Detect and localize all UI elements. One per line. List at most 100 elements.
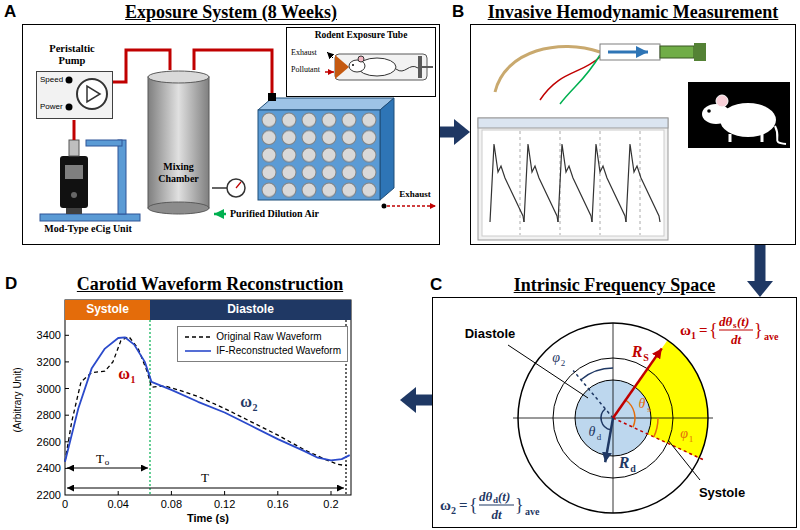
- angle-symbol: φ: [552, 351, 560, 365]
- tube-drawing: [418, 56, 422, 78]
- subscript: ave: [525, 507, 539, 517]
- pressure-gauge: [236, 182, 241, 188]
- catheter: [495, 43, 706, 104]
- ecig-stand: [86, 140, 122, 146]
- exposure-rack: [268, 93, 276, 101]
- subscript: s: [733, 321, 737, 330]
- frequency-symbol: ω: [240, 394, 252, 410]
- panel-title: Exposure System (8 Weeks): [125, 2, 337, 23]
- subscript: d: [597, 433, 602, 442]
- inlet-label: Pollutant: [291, 66, 320, 74]
- axis-title: Time (s): [187, 513, 229, 524]
- axis-tick: 2200: [37, 490, 61, 501]
- exposure-rack: [258, 98, 394, 110]
- panel-letter: B: [452, 2, 464, 22]
- fraction-bar: [479, 504, 514, 505]
- monitor-screenshot: [478, 118, 668, 240]
- monitor-screenshot: [478, 118, 668, 128]
- axis-tick: 3400: [37, 330, 61, 341]
- vector-symbol: R: [619, 455, 630, 471]
- mouse-picture: [775, 126, 786, 144]
- ecig-stand: [40, 214, 140, 221]
- tube-drawing: [422, 66, 433, 68]
- tube-drawing: [325, 71, 334, 73]
- subscript: 2: [253, 403, 258, 413]
- catheter: [608, 51, 648, 54]
- tube-drawing: [352, 64, 354, 66]
- catheter: [540, 57, 600, 100]
- period-arrow: [67, 488, 344, 489]
- waveform-chart: [149, 320, 150, 495]
- axis-tick: 3200: [37, 356, 61, 367]
- monitor-screenshot: [478, 118, 668, 240]
- subscript: d: [493, 496, 498, 505]
- inset-title: Rodent Exposure Tube: [315, 30, 408, 41]
- denominator: dt: [731, 333, 741, 346]
- legend-swatch: [184, 333, 212, 341]
- monitor-screenshot: [524, 144, 558, 222]
- phase-label: Systole: [86, 303, 129, 317]
- frequency-circle: [581, 368, 613, 380]
- tube-drawing: [396, 66, 418, 71]
- mouse-picture: [702, 104, 730, 124]
- tube-drawing: [335, 55, 349, 79]
- equals-sign: =: [459, 498, 468, 513]
- chamber-drawing: [146, 69, 211, 216]
- axis-title: (Arbitrary Unit): [13, 367, 23, 432]
- axis-tick: 2800: [37, 410, 61, 421]
- pump-drawing: [66, 104, 73, 111]
- tubing: [73, 120, 76, 140]
- frequency-circle: [573, 371, 613, 419]
- leader-line: [668, 440, 700, 480]
- phase-label: Systole: [699, 486, 745, 499]
- inlet-label: Purified Dilution Air: [230, 209, 319, 219]
- waveform-chart: [65, 300, 351, 495]
- monitor-screenshot: [520, 131, 640, 235]
- ecig-stand: [118, 140, 126, 214]
- pump-drawing: [77, 79, 107, 109]
- monitor-screenshot: [558, 144, 592, 222]
- ecig-stand: [71, 192, 77, 198]
- period-symbol: T: [201, 471, 209, 484]
- axis-tick: 0.16: [267, 499, 288, 510]
- subscript: ave: [764, 332, 778, 342]
- axis-tick: 0.08: [161, 499, 182, 510]
- exposure-rack: [380, 98, 394, 200]
- frequency-circle: [601, 409, 611, 430]
- legend-box: Original Raw WaveformIF-Reconstructed Wa…: [177, 326, 348, 362]
- frequency-circle: [626, 400, 635, 427]
- monitor-screenshot: [592, 144, 626, 222]
- pressure-gauge: [212, 179, 245, 197]
- mouse-picture: [688, 82, 790, 148]
- brace: }: [754, 321, 763, 339]
- frequency-circle: [654, 418, 658, 437]
- ecig-stand: [69, 140, 79, 156]
- ecig-stand: [40, 140, 140, 221]
- legend-swatch: [185, 336, 211, 338]
- pressure-gauge: [212, 187, 227, 189]
- monitor-screenshot: [482, 130, 664, 236]
- catheter: [560, 55, 600, 104]
- frequency-symbol: ω: [118, 366, 130, 382]
- axis-tick: 0.04: [107, 499, 128, 510]
- legend-swatch: [184, 347, 212, 355]
- brace: }: [515, 496, 524, 514]
- subscript: 1: [689, 435, 694, 444]
- panel-letter: C: [430, 275, 442, 295]
- brace: {: [709, 321, 718, 339]
- catheter: [694, 43, 706, 61]
- catheter: [660, 46, 694, 58]
- fraction-bar: [719, 329, 753, 330]
- equals-sign: =: [699, 323, 708, 338]
- phase-band: Systole: [65, 300, 150, 320]
- frequency-symbol: ω: [440, 498, 451, 513]
- legend-row: IF-Reconstructed Waveform: [184, 344, 341, 358]
- phase-band: Diastole: [150, 300, 351, 320]
- control-label: Power: [40, 102, 63, 111]
- angle-symbol: φ: [680, 427, 688, 441]
- panel-title: Carotid Waveform Reconstruction: [77, 274, 343, 295]
- ecig-stand: [66, 208, 82, 214]
- axis-tick: 2400: [37, 463, 61, 474]
